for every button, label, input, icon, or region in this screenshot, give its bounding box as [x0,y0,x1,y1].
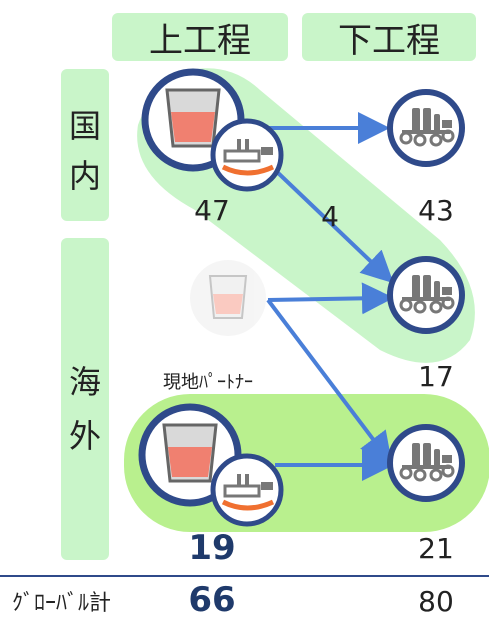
arrow-domestic-to-mill2 [273,168,394,284]
side-domestic [61,69,109,221]
overseas-mill-icon [390,427,462,499]
overseas-caster-icon [213,456,281,524]
header-upstream: 上工程 [112,13,288,61]
value-domestic-upstream: 47 [194,194,230,227]
value-domestic-downstream: 43 [418,194,454,227]
partner-ladle-icon [190,260,266,336]
arrow-partner-to-mill2 [267,282,394,315]
global-total-label: ｸﾞﾛｰﾊﾞﾙ計 [12,591,112,616]
side-domestic-char-2: 内 [69,157,102,195]
partner-label: 現地ﾊﾟｰﾄﾅｰ [163,372,253,393]
side-overseas-char-1: 海 [69,363,102,401]
side-domestic-char-1: 国 [69,107,102,145]
domestic-caster-icon [213,121,281,189]
value-overseas-upstream: 19 [188,528,236,568]
value-overseas-downstream: 21 [418,532,454,565]
header-upstream-label: 上工程 [149,20,251,61]
value-global-upstream: 66 [188,580,236,620]
arrow-partner-to-mill3 [266,298,393,465]
domestic-mill-icon [390,92,462,164]
side-overseas-char-2: 外 [69,417,102,455]
header-downstream: 下工程 [302,13,476,61]
header-downstream-label: 下工程 [338,20,440,61]
partner-mill-icon [390,259,462,331]
value-partner-downstream: 17 [418,360,454,393]
value-global-downstream: 80 [418,585,454,618]
side-overseas [61,238,109,560]
value-domestic-flow: 4 [321,200,339,233]
